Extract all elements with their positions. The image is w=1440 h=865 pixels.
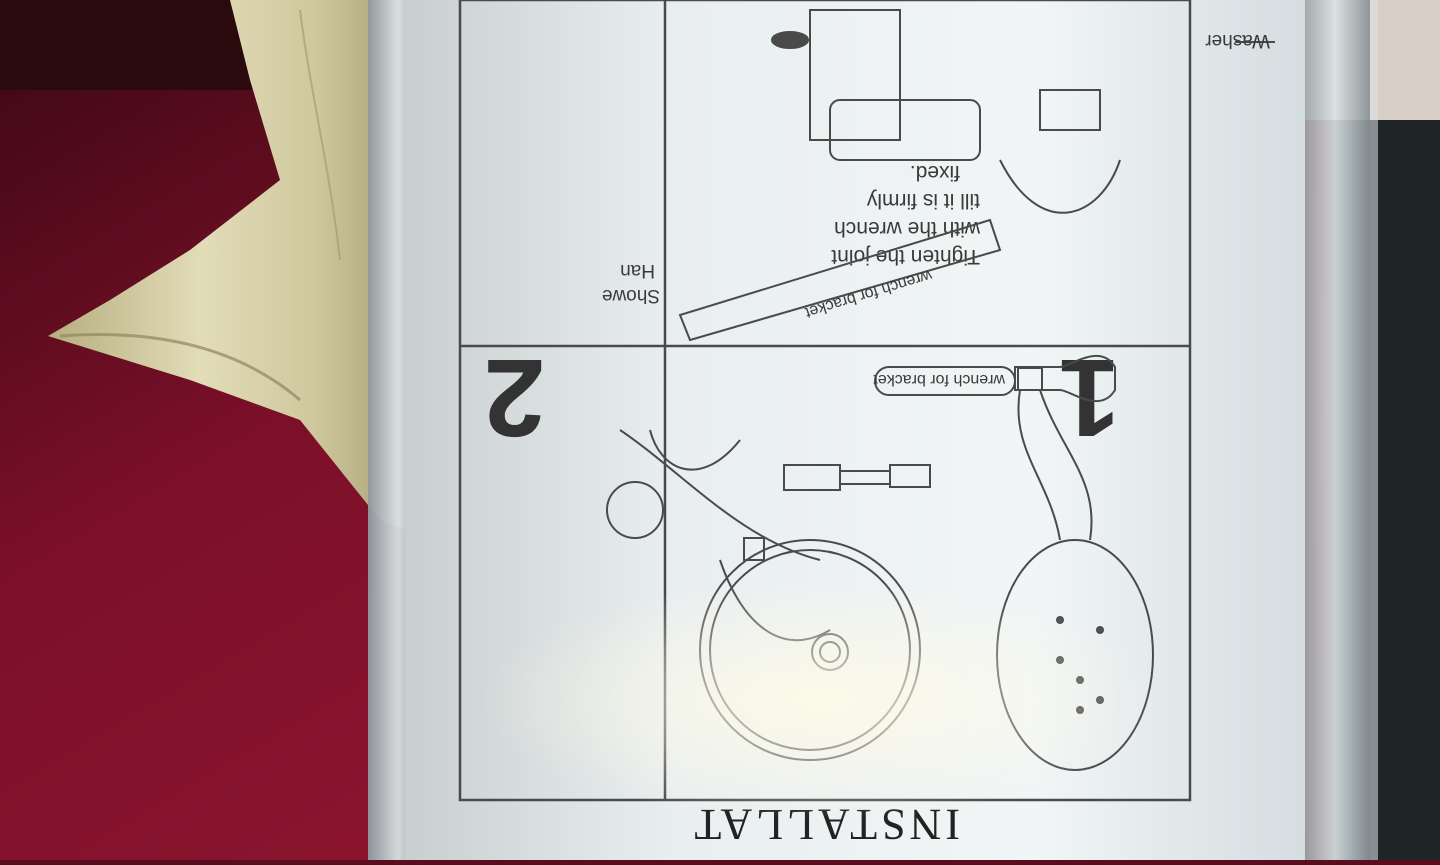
bracket-illustration	[783, 464, 931, 491]
wrench-illustration-step-1	[874, 354, 1116, 403]
step-3-instruction-line-4: fixed.	[910, 161, 960, 184]
satin-fold-line	[59, 333, 301, 402]
shower-handle-label-line-2: Han	[620, 260, 655, 281]
shower-handle-label-line-1: Showe	[602, 285, 660, 306]
washer-label: Washer	[1205, 30, 1270, 51]
step-3-instruction-line-3: till it is firmly	[866, 189, 980, 212]
step-3-instruction-line-1: Tighten the joint	[831, 245, 980, 268]
light-glare	[480, 580, 1160, 820]
washer-illustration	[771, 31, 1275, 49]
step-2-number: 2	[484, 336, 545, 459]
step-2-pipe-illustration	[606, 429, 831, 642]
plastic-bag-right-seam	[1300, 0, 1370, 860]
satin-cloth	[48, 0, 430, 540]
satin-seam-line	[299, 9, 341, 261]
dark-top-corner	[0, 0, 260, 90]
step-3-joint-illustration	[809, 9, 1121, 214]
step-1-number: 1	[1059, 336, 1120, 459]
wrench-label-step-1: wrench for bracket	[873, 371, 1006, 388]
step-3-wrench-illustration	[678, 218, 1002, 342]
